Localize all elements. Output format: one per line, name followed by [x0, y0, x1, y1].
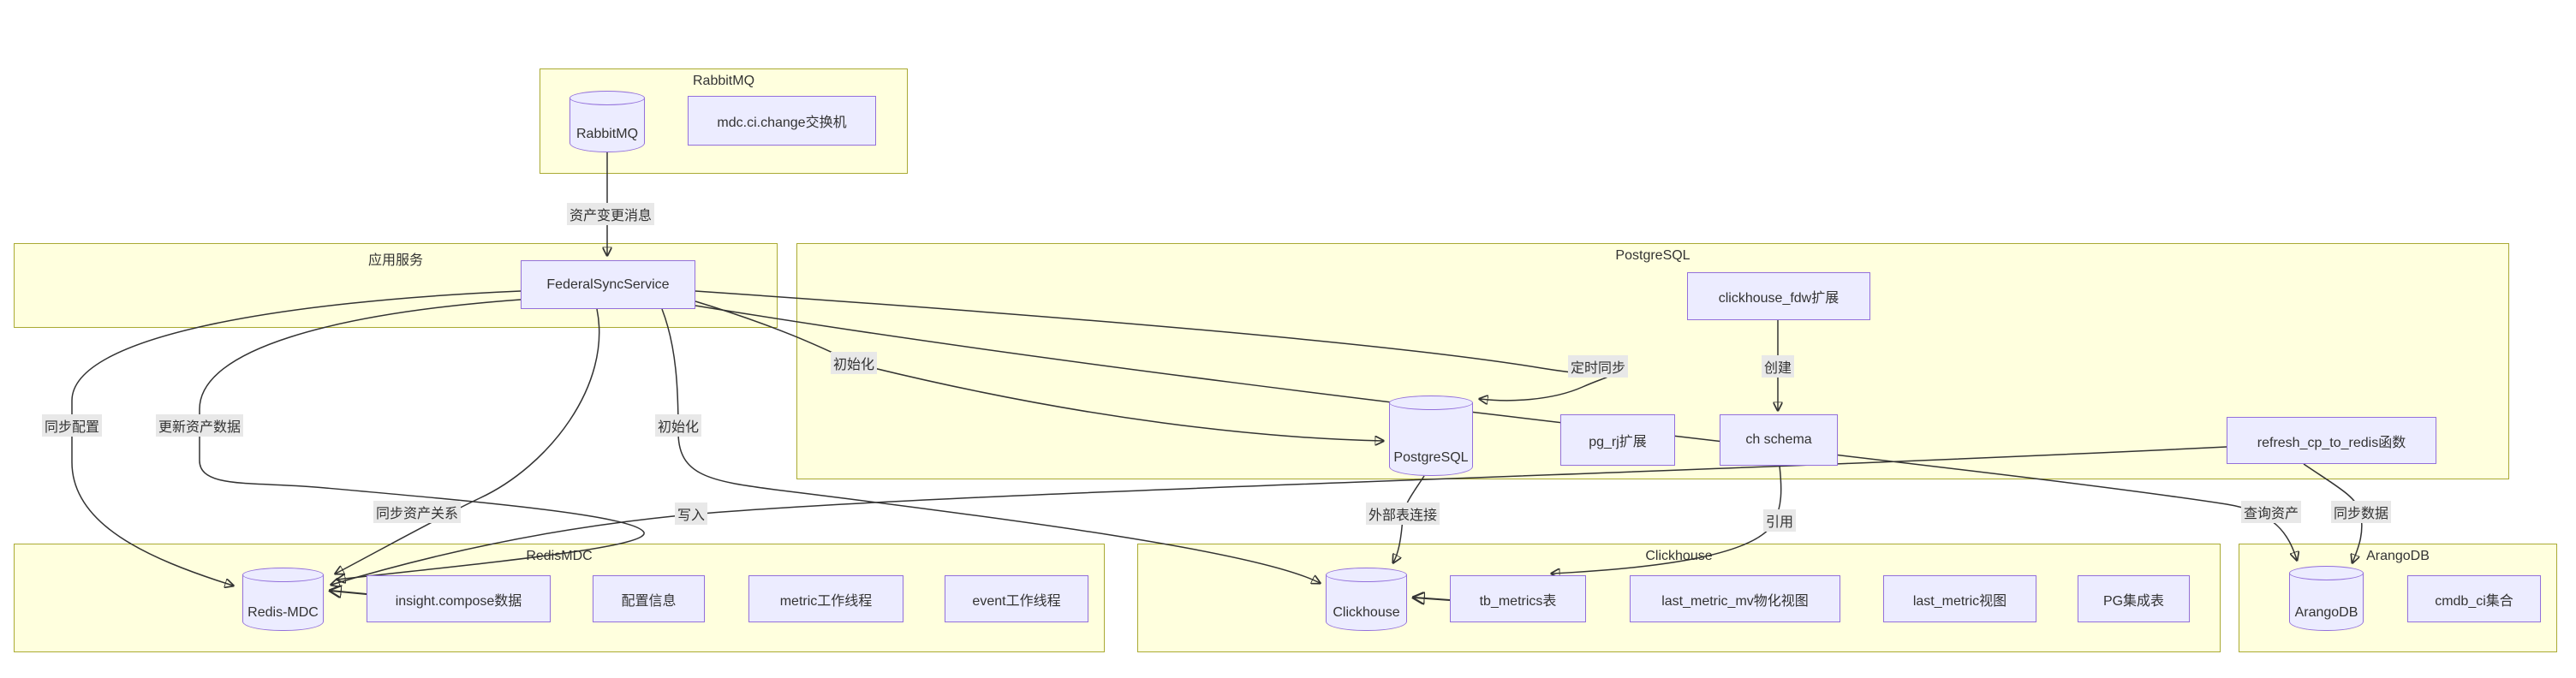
node-pg-integration-label: PG集成表 [2102, 593, 2165, 609]
node-federal-sync-service-label: FederalSyncService [546, 277, 670, 292]
edge-label-update-asset-data: 更新资产数据 [155, 414, 244, 437]
node-exchange: mdc.ci.change交换机 [688, 96, 876, 146]
node-rabbitmq-db-label: RabbitMQ [575, 127, 639, 141]
node-ch-schema-label: ch schema [1745, 432, 1812, 447]
edge-label-asset-change-msg: 资产变更消息 [566, 203, 655, 225]
node-ch-schema: ch schema [1720, 414, 1838, 466]
edge-fss-to-arangodb-query-asset [695, 305, 2297, 560]
node-last-metric-mv-label: last_metric_mv物化视图 [1661, 593, 1809, 609]
cylinder-top [242, 568, 324, 582]
cylinder-body [2289, 573, 2364, 631]
node-rabbitmq-db: RabbitMQ [569, 91, 645, 152]
node-refresh-fn: refresh_cp_to_redis函数 [2227, 417, 2436, 464]
node-tb-metrics: tb_metrics表 [1450, 575, 1586, 622]
node-cmdb-ci: cmdb_ci集合 [2407, 575, 2541, 622]
edge-fss-to-postgresql-init [695, 300, 1383, 441]
node-last-metric-view-label: last_metric视图 [1912, 593, 2007, 609]
node-redis-db: Redis-MDC [242, 568, 324, 631]
node-clickhouse-db-label: Clickhouse [1333, 605, 1400, 620]
edge-fss-to-clickhouse-init [661, 308, 1320, 583]
edge-fss-to-redis-update-asset [199, 299, 645, 580]
edge-label-write: 写入 [674, 503, 708, 525]
edge-label-query-asset: 查询资产 [2240, 501, 2302, 523]
edge-label-reference: 引用 [1762, 509, 1797, 532]
node-pg-rj: pg_rj扩展 [1560, 414, 1675, 466]
node-metric-worker: metric工作线程 [748, 575, 903, 622]
cylinder-body [1326, 574, 1407, 631]
node-tb-metrics-label: tb_metrics表 [1479, 593, 1557, 609]
node-pg-integration: PG集成表 [2078, 575, 2190, 622]
edge-label-init-postgresql: 初始化 [830, 352, 878, 374]
node-arango-db: ArangoDB [2289, 566, 2364, 631]
edge-compose-to-redis [331, 591, 367, 594]
node-exchange-label: mdc.ci.change交换机 [717, 116, 847, 130]
node-event-worker: event工作线程 [945, 575, 1088, 622]
node-event-worker-label: event工作线程 [972, 593, 1061, 609]
edge-fss-to-postgresql-timed-sync [695, 290, 1608, 401]
edge-label-sync-config: 同步配置 [41, 414, 103, 437]
edge-label-init-clickhouse: 初始化 [654, 414, 702, 437]
cylinder-body [242, 574, 324, 631]
node-federal-sync-service: FederalSyncService [521, 260, 695, 309]
node-refresh-fn-label: refresh_cp_to_redis函数 [2257, 435, 2406, 450]
node-redis-db-label: Redis-MDC [247, 605, 319, 620]
cylinder-top [569, 91, 645, 105]
node-last-metric-view: last_metric视图 [1883, 575, 2036, 622]
edge-refresh-to-redis-write [331, 446, 2227, 585]
node-metric-worker-label: metric工作线程 [779, 593, 873, 609]
cylinder-top [1389, 396, 1473, 410]
cylinder-top [1326, 568, 1407, 582]
node-postgresql-db: PostgreSQL [1389, 396, 1473, 476]
node-clickhouse-fdw: clickhouse_fdw扩展 [1687, 272, 1870, 320]
node-clickhouse-fdw-label: clickhouse_fdw扩展 [1718, 291, 1840, 306]
node-insight-compose: insight.compose数据 [367, 575, 551, 622]
edge-chschema-to-tbmetrics-reference [1552, 465, 1782, 574]
node-cmdb-ci-label: cmdb_ci集合 [2435, 593, 2513, 609]
edge-label-sync-data: 同步数据 [2330, 501, 2392, 523]
node-pg-rj-label: pg_rj扩展 [1589, 435, 1647, 449]
edge-label-create: 创建 [1761, 355, 1795, 378]
node-arango-db-label: ArangoDB [2294, 605, 2358, 620]
edge-fss-to-redis-sync-relation [336, 308, 600, 574]
edge-label-external-table-conn: 外部表连接 [1365, 503, 1440, 525]
edge-label-sync-asset-relation: 同步资产关系 [373, 501, 462, 523]
node-config-info-label: 配置信息 [621, 593, 677, 609]
node-last-metric-mv: last_metric_mv物化视图 [1630, 575, 1840, 622]
cylinder-top [2289, 566, 2364, 580]
cylinder-body [569, 98, 645, 152]
edge-fss-to-redis-sync-config [71, 290, 522, 586]
node-config-info: 配置信息 [593, 575, 705, 622]
node-insight-compose-label: insight.compose数据 [395, 593, 522, 609]
cylinder-body [1389, 402, 1473, 476]
node-postgresql-db-label: PostgreSQL [1393, 450, 1469, 465]
edge-tbmetrics-to-clickhouse [1414, 598, 1451, 600]
edge-label-timed-sync: 定时同步 [1567, 355, 1629, 378]
node-clickhouse-db: Clickhouse [1326, 568, 1407, 631]
